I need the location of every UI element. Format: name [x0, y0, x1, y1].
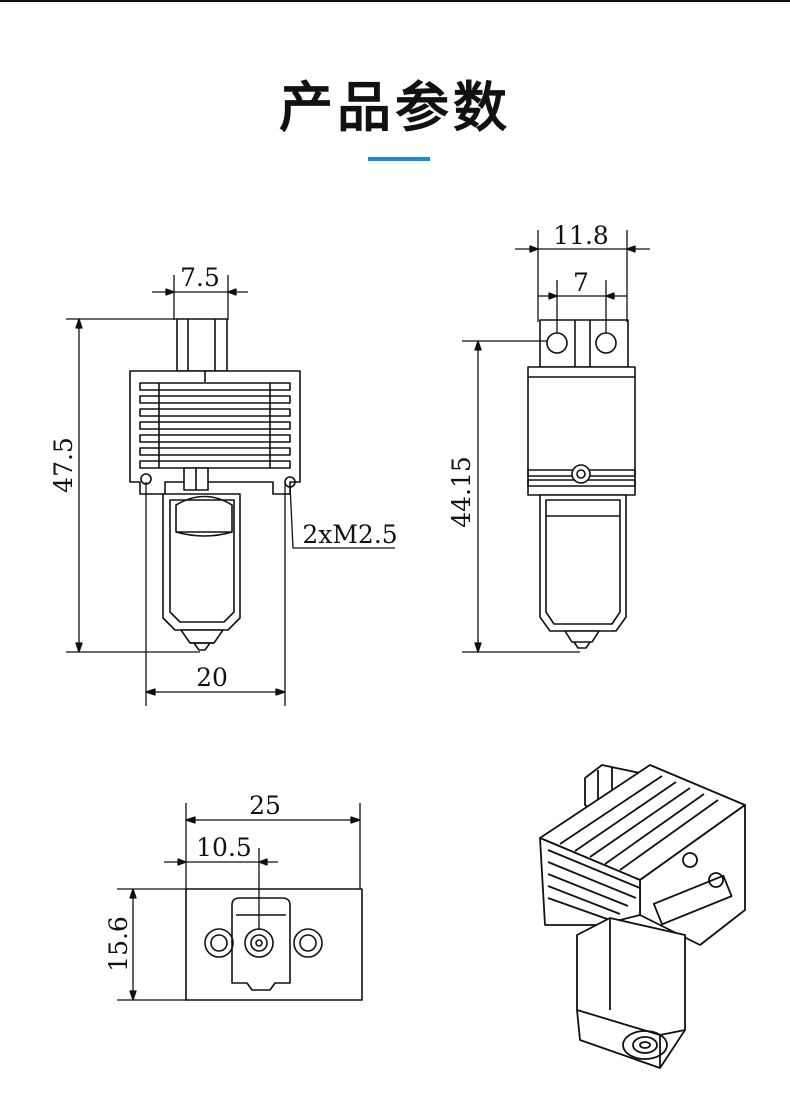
label-bottom-height: 15.6 [104, 916, 133, 972]
label-front-height: 47.5 [49, 437, 78, 493]
bottom-view [117, 803, 363, 1001]
label-front-top-width: 7.5 [180, 263, 220, 292]
label-front-width: 20 [196, 663, 228, 692]
label-side-height: 44.15 [447, 456, 476, 528]
dim-bottom-height [117, 888, 188, 1001]
dim-side-top-outer [515, 230, 650, 322]
label-bottom-width: 25 [249, 791, 281, 820]
isometric-view [539, 764, 746, 1069]
front-view [66, 275, 395, 706]
dim-front-screw-leader [289, 484, 395, 549]
label-front-screws: 2xM2.5 [302, 520, 397, 549]
label-bottom-offset: 10.5 [196, 833, 252, 862]
page-title: 产品参数 [279, 76, 511, 139]
dim-front-top-width [152, 275, 248, 320]
dim-side-top-inner [538, 280, 627, 333]
dim-bottom-offset [164, 848, 278, 930]
side-view [462, 230, 650, 653]
dim-front-height [66, 318, 200, 653]
dim-front-width [145, 482, 286, 706]
dim-side-height [462, 340, 580, 653]
top-border-line [0, 0, 790, 2]
title-accent-bar [368, 157, 430, 161]
dim-bottom-width [185, 803, 361, 889]
label-side-top-inner: 7 [573, 268, 589, 297]
label-side-top-outer: 11.8 [553, 221, 609, 250]
